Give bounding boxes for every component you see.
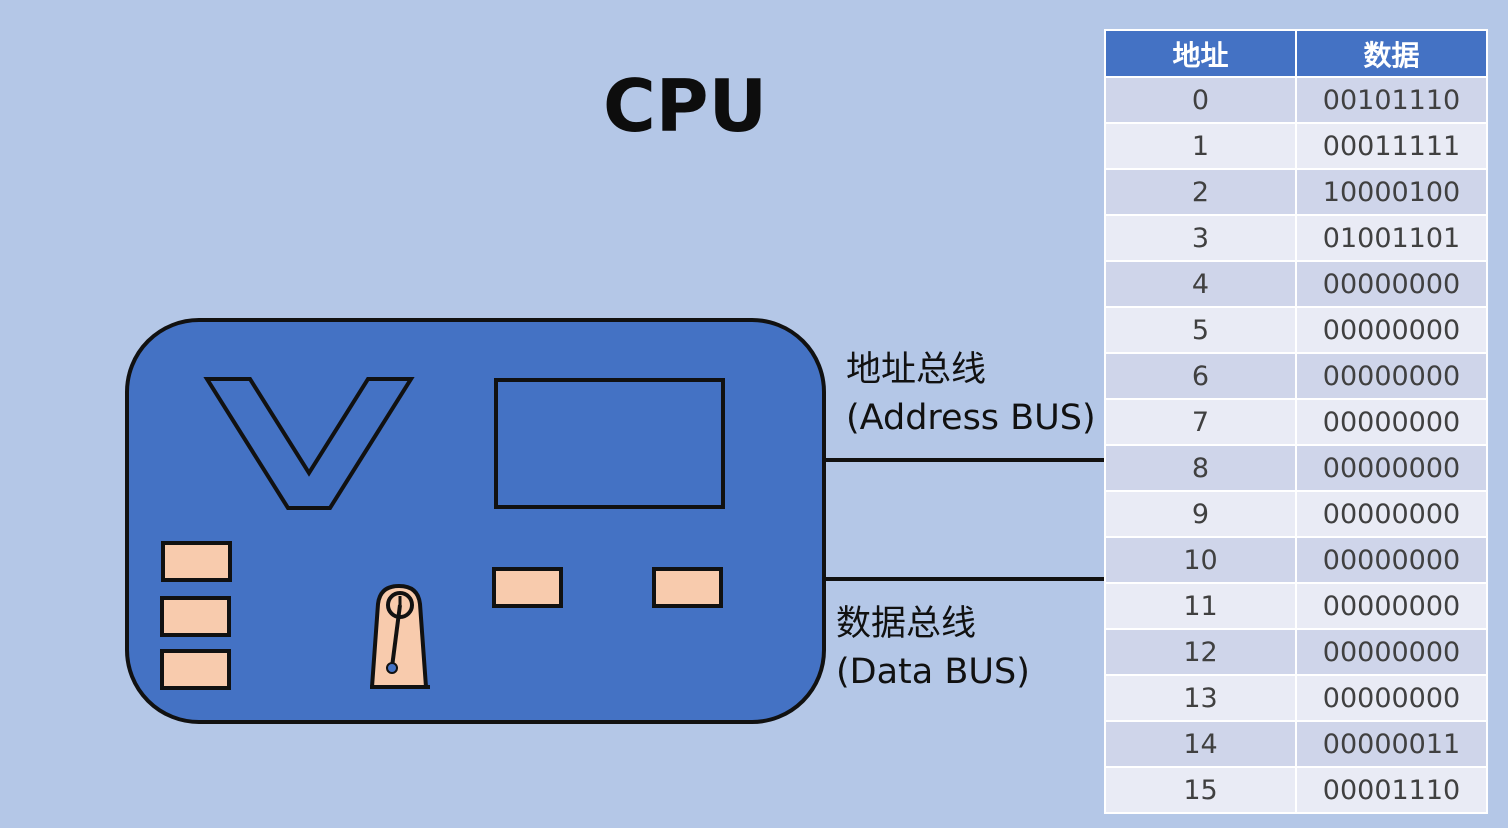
address-cell: 7: [1104, 398, 1297, 446]
data-cell: 00101110: [1295, 76, 1488, 124]
address-bus-label: 地址总线 (Address BUS): [846, 346, 1096, 442]
address-cell: 8: [1104, 444, 1297, 492]
address-cell: 6: [1104, 352, 1297, 400]
data-cell: 01001101: [1295, 214, 1488, 262]
clock-icon: [370, 584, 430, 689]
address-cell: 11: [1104, 582, 1297, 630]
address-cell: 14: [1104, 720, 1297, 768]
data-cell: 00000000: [1295, 260, 1488, 308]
address-bus-label-cn: 地址总线: [846, 350, 987, 390]
address-cell: 15: [1104, 766, 1297, 814]
data-cell: 00000011: [1295, 720, 1488, 768]
address-cell: 1: [1104, 122, 1297, 170]
data-cell: 00000000: [1295, 444, 1488, 492]
address-cell: 4: [1104, 260, 1297, 308]
address-cell: 5: [1104, 306, 1297, 354]
address-cell: 9: [1104, 490, 1297, 538]
data-bus-label-en: (Data BUS): [836, 652, 1030, 692]
data-cell: 10000100: [1295, 168, 1488, 216]
address-cell: 2: [1104, 168, 1297, 216]
data-cell: 00000000: [1295, 306, 1488, 354]
address-bus-label-en: (Address BUS): [846, 398, 1096, 438]
address-column-header: 地址: [1104, 29, 1297, 78]
data-cell: 00000000: [1295, 582, 1488, 630]
data-cell: 00001110: [1295, 766, 1488, 814]
data-cell: 00000000: [1295, 536, 1488, 584]
register-2: [160, 596, 231, 637]
data-cell: 00011111: [1295, 122, 1488, 170]
data-cell: 00000000: [1295, 398, 1488, 446]
register-1: [161, 541, 232, 582]
alu-v-shape: [203, 377, 415, 510]
cpu-title: CPU: [602, 64, 768, 148]
data-bus-label-cn: 数据总线: [836, 604, 977, 644]
register-5: [652, 567, 723, 608]
data-column-header: 数据: [1295, 29, 1488, 78]
data-cell: 00000000: [1295, 352, 1488, 400]
address-cell: 13: [1104, 674, 1297, 722]
data-bus-label: 数据总线 (Data BUS): [836, 600, 1030, 696]
register-4: [492, 567, 563, 608]
register-3: [160, 649, 231, 690]
control-unit-box: [494, 378, 725, 509]
address-cell: 10: [1104, 536, 1297, 584]
data-cell: 00000000: [1295, 628, 1488, 676]
data-cell: 00000000: [1295, 490, 1488, 538]
address-cell: 0: [1104, 76, 1297, 124]
data-cell: 00000000: [1295, 674, 1488, 722]
address-cell: 3: [1104, 214, 1297, 262]
memory-table-header-row: 地址 数据: [1104, 29, 1488, 78]
address-cell: 12: [1104, 628, 1297, 676]
